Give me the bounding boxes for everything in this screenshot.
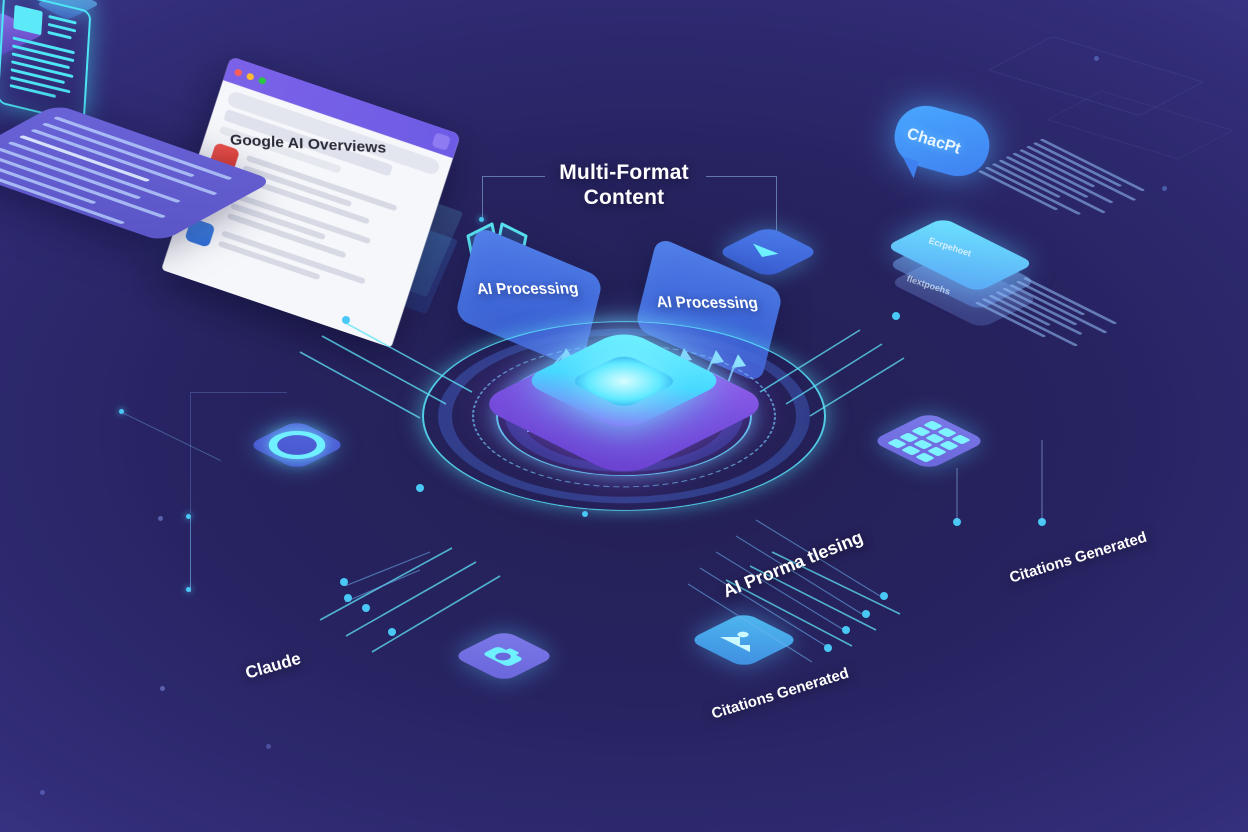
maximize-icon[interactable] [257,75,267,85]
page-title-line1: Multi-Format [559,161,689,184]
bg-node [266,744,271,749]
bg-wire [190,518,191,592]
page-title-line2: Content [583,186,665,209]
close-icon[interactable] [233,67,243,77]
bg-node [119,409,124,414]
bracket-right [706,176,777,237]
browser-badge-icon [431,131,452,151]
page-title: Multi-Format Content [559,160,689,210]
camera-glyph-svg [484,647,522,666]
document-thumbnail [13,4,43,36]
bg-node [186,587,191,592]
bg-wire [190,392,287,513]
ai-processing-card-left-label: AI Processing [475,279,580,299]
bracket-left-node [479,217,484,222]
minimize-icon[interactable] [245,71,255,81]
image-glyph-svg [720,631,750,652]
bg-node [186,514,191,519]
bg-node [160,686,165,691]
traffic-lights [233,67,267,85]
bg-wire [190,518,191,592]
bg-node [1094,56,1099,61]
bg-node [1162,186,1167,191]
bracket-left [482,176,545,221]
document-icon[interactable] [0,0,92,124]
bg-node [158,516,163,521]
bg-node [40,790,45,795]
